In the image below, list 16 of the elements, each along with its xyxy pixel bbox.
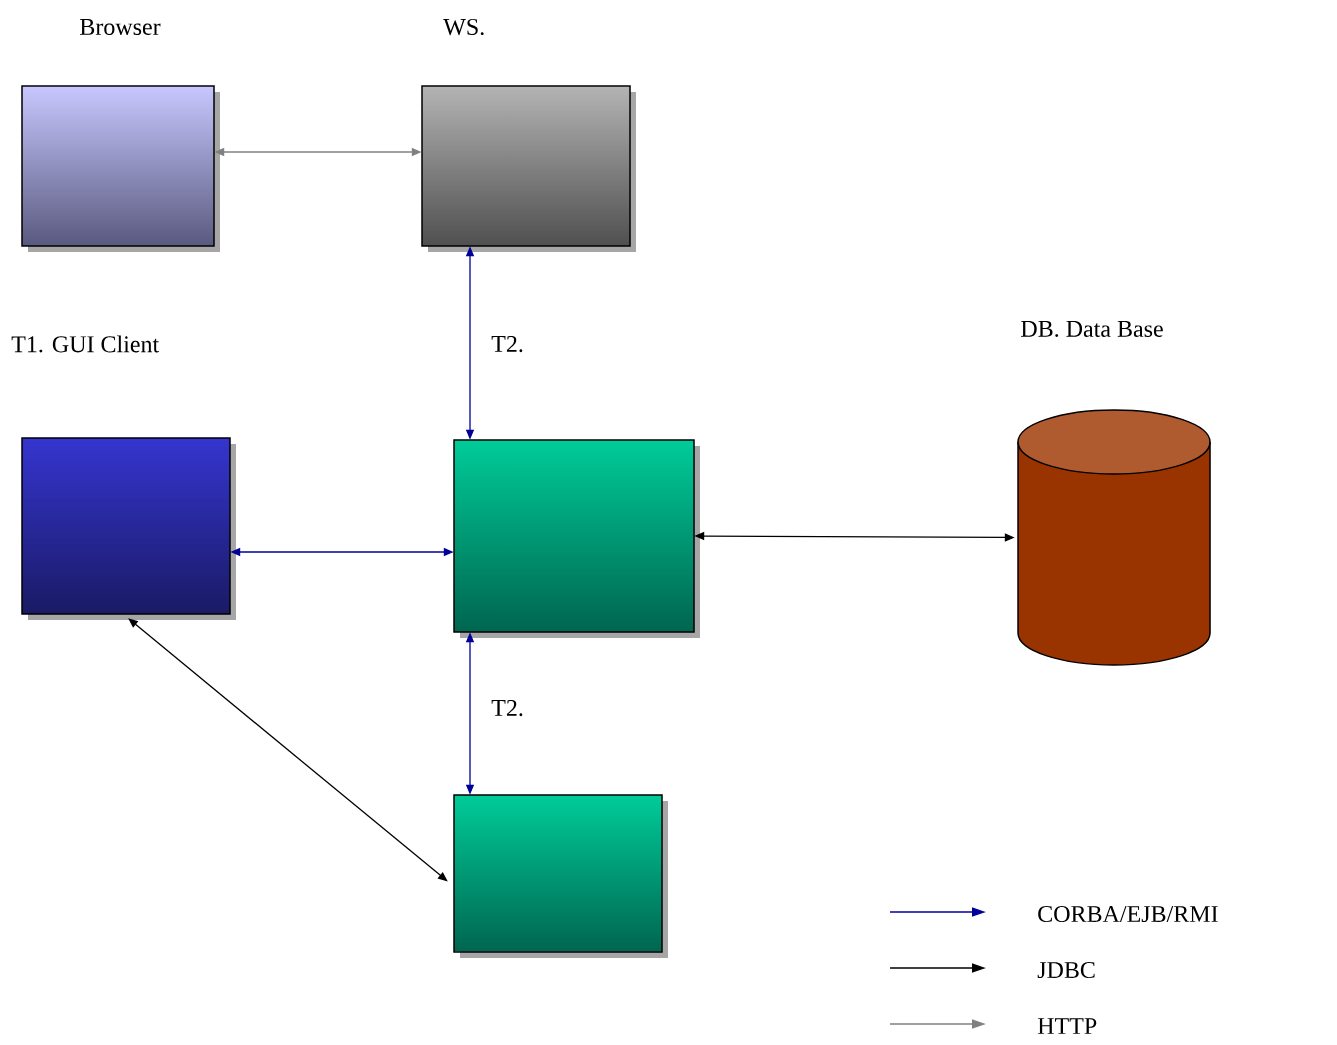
heading: Browser	[80, 19, 161, 35]
tier-label: T1. GUI Client	[11, 335, 160, 353]
tier-label: T2.	[491, 335, 523, 353]
legend-label: JDBC	[1037, 961, 1095, 979]
legend-label: HTTP	[1037, 1018, 1097, 1034]
legend-label: CORBA/EJB/RMI	[1038, 905, 1218, 923]
component-box	[21, 437, 236, 620]
component-box	[453, 794, 668, 958]
component-box	[421, 85, 636, 252]
heading: WS.	[443, 18, 484, 36]
component-box	[21, 85, 220, 252]
database-cylinder	[1017, 409, 1211, 666]
component-box	[453, 439, 700, 638]
heading: DB. Data Base	[1021, 321, 1163, 338]
tier-label: T2.	[491, 699, 523, 717]
arrow	[128, 618, 448, 882]
